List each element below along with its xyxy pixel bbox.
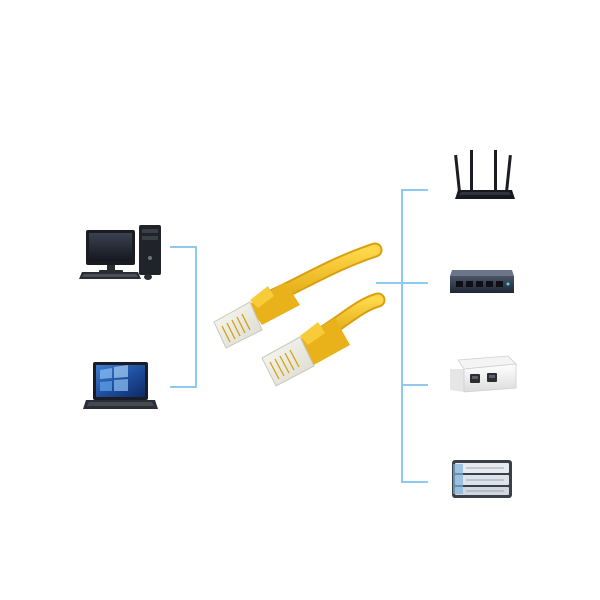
server-storage-icon: [452, 460, 512, 498]
laptop-icon: [83, 362, 158, 409]
wall-socket-box-icon: [450, 355, 517, 393]
left-connector: [170, 246, 197, 388]
desktop-computer-icon: [79, 225, 161, 280]
wifi-router-icon: [454, 150, 515, 199]
network-switch-icon: [450, 270, 514, 293]
right-connector: [376, 189, 428, 483]
ethernet-cable-icon: [213, 242, 386, 387]
